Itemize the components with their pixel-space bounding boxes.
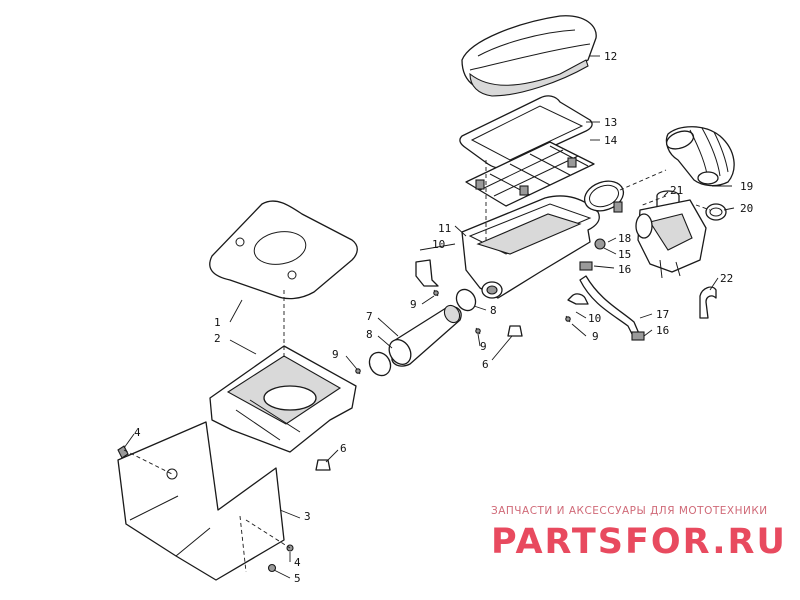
callout-5: 5	[294, 572, 301, 585]
callout-8-upper: 8	[490, 304, 497, 317]
o-ring-part	[705, 203, 727, 221]
callout-9-d: 9	[332, 348, 339, 361]
leader-lines	[123, 55, 735, 579]
cover-plate-part	[209, 200, 358, 300]
callout-6-upper: 6	[482, 358, 489, 371]
pushpin-parts	[315, 325, 523, 471]
drain-hose-part	[699, 286, 717, 319]
screw-parts	[355, 289, 571, 375]
callout-4-upper: 4	[134, 426, 141, 439]
watermark-logo-text: PARTSFOR.RU	[491, 522, 785, 559]
intake-boot-part	[665, 126, 735, 187]
bolt-nut-parts	[117, 445, 294, 573]
callout-2: 2	[214, 332, 221, 345]
grommet-part	[594, 238, 606, 250]
callout-9-a: 9	[410, 298, 417, 311]
callout-8-lower: 8	[366, 328, 373, 341]
breather-hose-part	[579, 261, 645, 341]
callout-10-lower: 10	[588, 312, 601, 325]
callout-19: 19	[740, 180, 753, 193]
callout-13: 13	[604, 116, 617, 129]
watermark-caption: ЗАПЧАСТИ И АКСЕССУАРЫ ДЛЯ МОТОТЕХНИКИ	[491, 505, 768, 517]
callout-3: 3	[304, 510, 311, 523]
watermark-logo: PARTSFOR.RU	[491, 522, 785, 559]
callout-1: 1	[214, 316, 221, 329]
callout-21: 21	[670, 184, 683, 197]
bracket-right-part	[567, 293, 589, 305]
airbox-lower-part	[461, 195, 600, 299]
assembly-centerlines	[123, 160, 711, 549]
callout-20: 20	[740, 202, 753, 215]
callout-4-lower: 4	[294, 556, 301, 569]
carburetor-part	[635, 190, 707, 279]
callout-6-lower: 6	[340, 442, 347, 455]
callout-22: 22	[720, 272, 733, 285]
air-filter-part	[459, 95, 593, 169]
callout-7: 7	[366, 310, 373, 323]
hose-clamp-lower-part	[368, 351, 392, 377]
hose-clamp-upper-part	[455, 288, 477, 312]
callout-16-a: 16	[618, 263, 631, 276]
callout-16-b: 16	[656, 324, 669, 337]
callout-12: 12	[604, 50, 617, 63]
callout-15: 15	[618, 248, 631, 261]
callout-11: 11	[438, 222, 451, 235]
callout-10-upper: 10	[432, 238, 445, 251]
callout-17: 17	[656, 308, 669, 321]
bracket-left-part	[415, 259, 439, 287]
airbox-base-part	[209, 345, 357, 453]
filter-cage-part	[465, 141, 595, 207]
callout-18: 18	[618, 232, 631, 245]
callout-9-c: 9	[480, 340, 487, 353]
callout-14: 14	[604, 134, 618, 147]
intake-tube-part	[388, 304, 462, 367]
callout-labels: 12 13 14 11 10 9 18 15 16 21 19 20 22 17…	[134, 50, 753, 585]
airbox-cover-part	[461, 15, 597, 97]
mounting-plate-part	[117, 421, 285, 581]
callout-9-b: 9	[592, 330, 599, 343]
